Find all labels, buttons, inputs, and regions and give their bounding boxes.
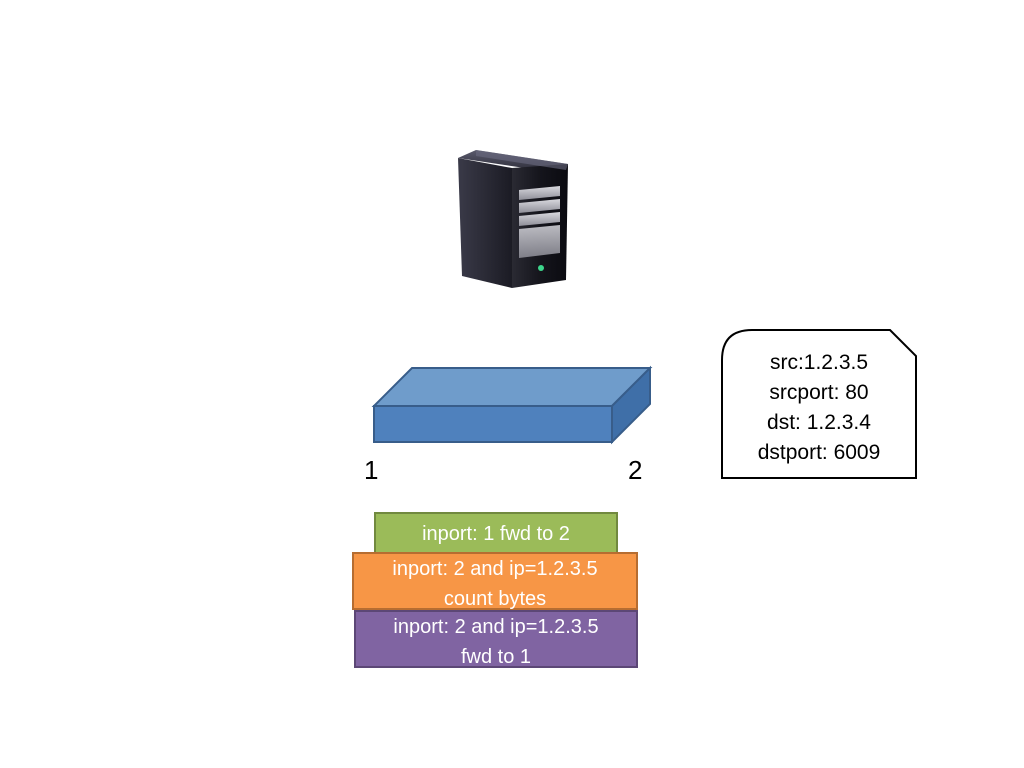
packet-srcport: srcport: 80 [769, 381, 869, 404]
flow-rule-forward-2-to-1: inport: 2 and ip=1.2.3.5 fwd to 1 [354, 610, 638, 668]
server-tower-icon [458, 150, 568, 288]
packet-src: src:1.2.3.5 [769, 351, 869, 374]
rule-line: count bytes [443, 588, 547, 610]
packet-dstport: dstport: 6009 [757, 441, 881, 464]
packet-dst: dst: 1.2.3.4 [767, 411, 871, 434]
port-label-1: 1 [364, 455, 379, 485]
network-switch-icon [371, 365, 653, 445]
rule-line: inport: 2 and ip=1.2.3.5 [392, 558, 598, 580]
flow-rule-count-bytes: inport: 2 and ip=1.2.3.5 count bytes [352, 552, 638, 610]
packet-header-text: src:1.2.3.5 srcport: 80 dst: 1.2.3.4 dst… [724, 348, 914, 468]
flow-rule-forward-1-to-2: inport: 1 fwd to 2 [374, 512, 618, 554]
rule-line: fwd to 1 [460, 646, 532, 668]
port-label-2: 2 [628, 455, 643, 485]
rule-line: inport: 2 and ip=1.2.3.5 [393, 616, 599, 638]
rule-line: inport: 1 fwd to 2 [422, 523, 570, 545]
packet-header-card [721, 329, 917, 479]
